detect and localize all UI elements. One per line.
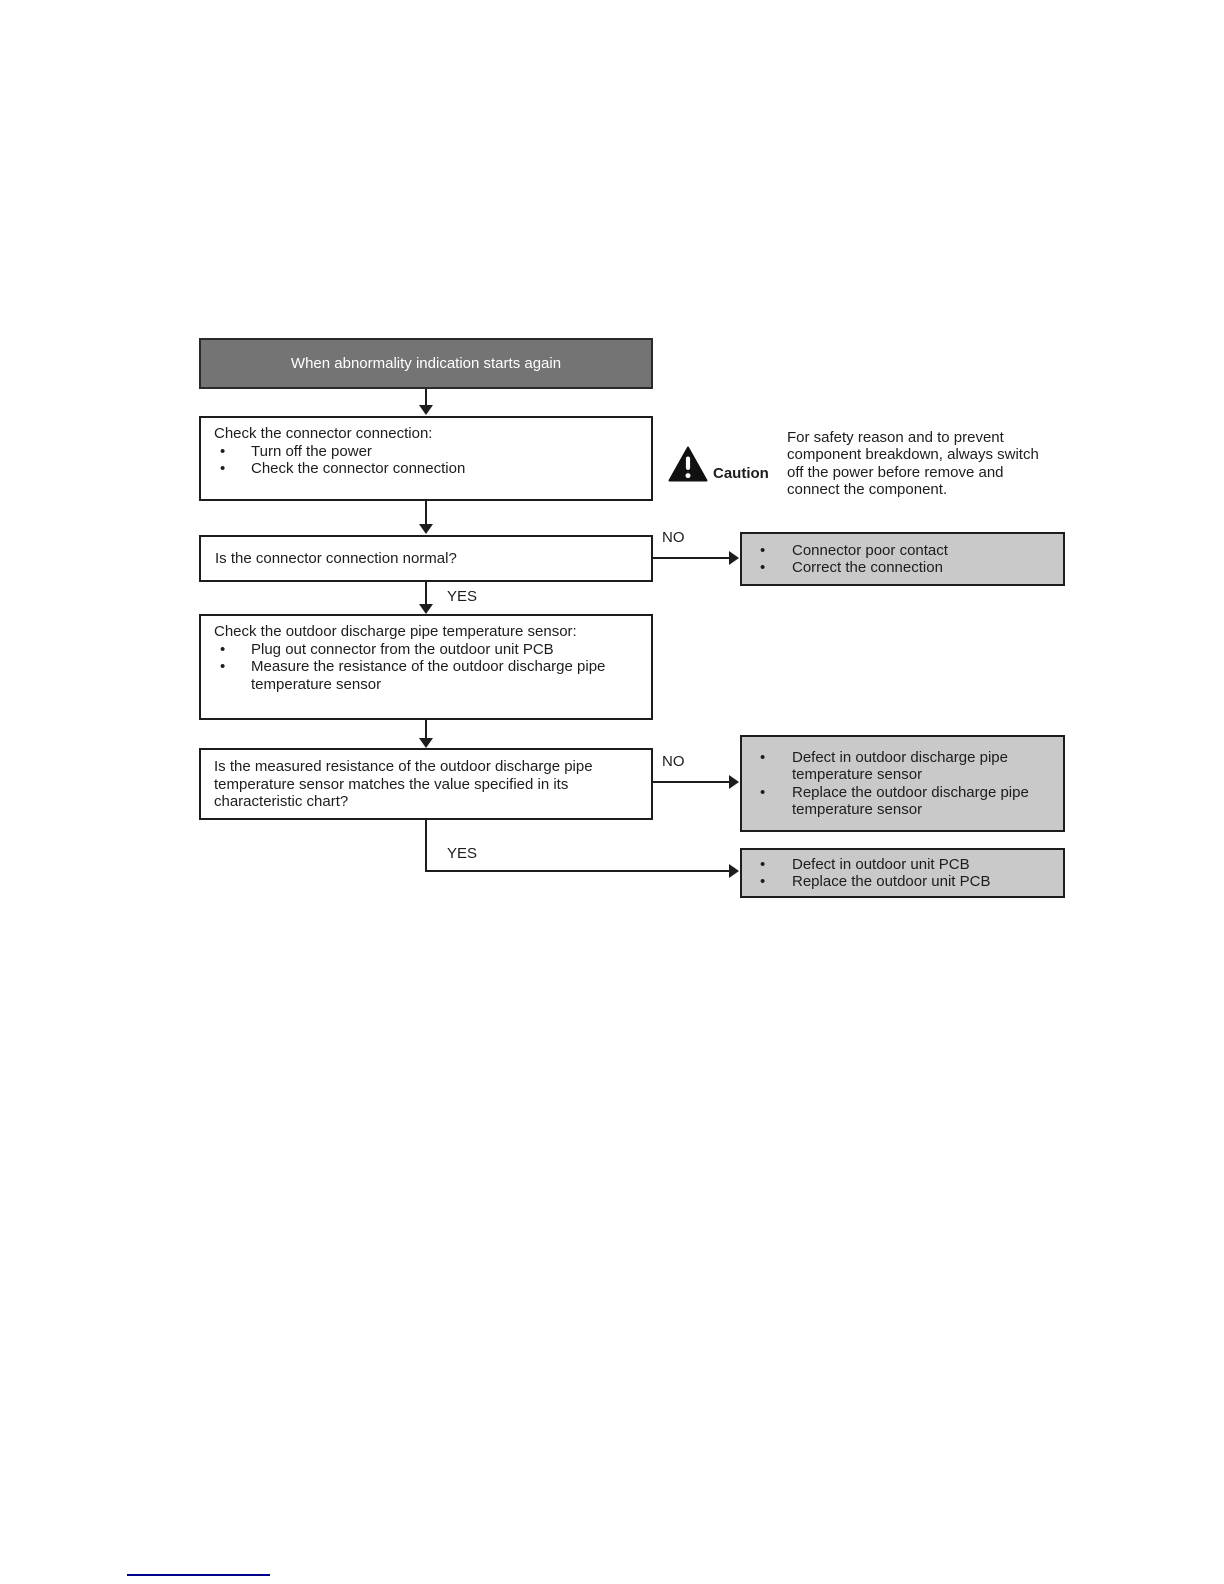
bullet-text: Defect in outdoor discharge pipe tempera…	[792, 748, 1008, 784]
branch-label-yes: YES	[447, 588, 478, 605]
footer-rule	[127, 1574, 270, 1576]
arrow-line	[425, 582, 427, 605]
bullet-item: Turn off the power	[201, 443, 651, 461]
bullet-icon	[760, 559, 792, 577]
arrow-right-icon	[729, 864, 739, 878]
branch-label-no: NO	[662, 529, 685, 546]
arrow-down-icon	[419, 604, 433, 614]
step-node-check-connector: Check the connector connection: Turn off…	[199, 416, 653, 501]
bullet-item: Measure the resistance of the outdoor di…	[201, 658, 651, 693]
arrow-down-icon	[419, 738, 433, 748]
caution-text: For safety reason and to prevent compone…	[787, 429, 1039, 499]
bullet-text: Replace the outdoor discharge pipe tempe…	[792, 783, 1029, 819]
arrow-down-icon	[419, 524, 433, 534]
warning-triangle-icon	[668, 446, 708, 487]
flow-start-node: When abnormality indication starts again	[199, 338, 653, 389]
bullet-text: Replace the outdoor unit PCB	[792, 873, 991, 890]
bullet-text: Turn off the power	[251, 442, 372, 460]
result-node-sensor-defect: Defect in outdoor discharge pipe tempera…	[740, 735, 1065, 832]
step-title: Check the outdoor discharge pipe tempera…	[214, 623, 577, 640]
bullet-item: Defect in outdoor unit PCB	[742, 856, 1063, 874]
bullet-icon	[760, 542, 792, 560]
step-title: Check the connector connection:	[214, 425, 433, 442]
question-text: Is the connector connection normal?	[215, 549, 457, 567]
bullet-item: Replace the outdoor discharge pipe tempe…	[742, 784, 1063, 819]
bullet-item: Defect in outdoor discharge pipe tempera…	[742, 749, 1063, 784]
step-node-check-sensor: Check the outdoor discharge pipe tempera…	[199, 614, 653, 720]
arrow-line	[425, 389, 427, 406]
arrow-line	[425, 720, 427, 739]
bullet-item: Correct the connection	[742, 559, 1063, 577]
bullet-icon	[760, 873, 792, 891]
bullet-item: Check the connector connection	[201, 460, 651, 478]
arrow-right-icon	[729, 775, 739, 789]
arrow-line	[425, 820, 427, 872]
branch-label-no: NO	[662, 753, 685, 770]
result-node-pcb-defect: Defect in outdoor unit PCB Replace the o…	[740, 848, 1065, 898]
arrow-down-icon	[419, 405, 433, 415]
bullet-icon	[220, 658, 251, 693]
bullet-item: Replace the outdoor unit PCB	[742, 873, 1063, 891]
bullet-icon	[220, 460, 251, 478]
bullet-icon	[760, 856, 792, 874]
result-node-connector-contact: Connector poor contact Correct the conne…	[740, 532, 1065, 586]
arrow-line	[653, 557, 730, 559]
arrow-line	[425, 870, 730, 872]
bullet-icon	[760, 749, 792, 784]
bullet-text: Plug out connector from the outdoor unit…	[251, 640, 554, 658]
bullet-item: Connector poor contact	[742, 542, 1063, 560]
arrow-line	[653, 781, 730, 783]
arrow-line	[425, 501, 427, 525]
bullet-item: Plug out connector from the outdoor unit…	[201, 641, 651, 659]
question-text: Is the measured resistance of the outdoo…	[214, 758, 593, 810]
bullet-text: Check the connector connection	[251, 460, 466, 477]
question-node-resistance-match: Is the measured resistance of the outdoo…	[199, 748, 653, 820]
bullet-text: Defect in outdoor unit PCB	[792, 855, 970, 873]
bullet-icon	[220, 443, 251, 461]
bullet-icon	[220, 641, 251, 659]
branch-label-yes: YES	[447, 845, 478, 862]
caution-label: Caution	[713, 465, 769, 482]
bullet-icon	[760, 784, 792, 819]
bullet-text: Measure the resistance of the outdoor di…	[251, 658, 606, 693]
question-node-connector-normal: Is the connector connection normal?	[199, 535, 653, 582]
arrow-right-icon	[729, 551, 739, 565]
bullet-text: Correct the connection	[792, 559, 943, 576]
flow-start-label: When abnormality indication starts again	[290, 354, 562, 372]
bullet-text: Connector poor contact	[792, 541, 948, 559]
